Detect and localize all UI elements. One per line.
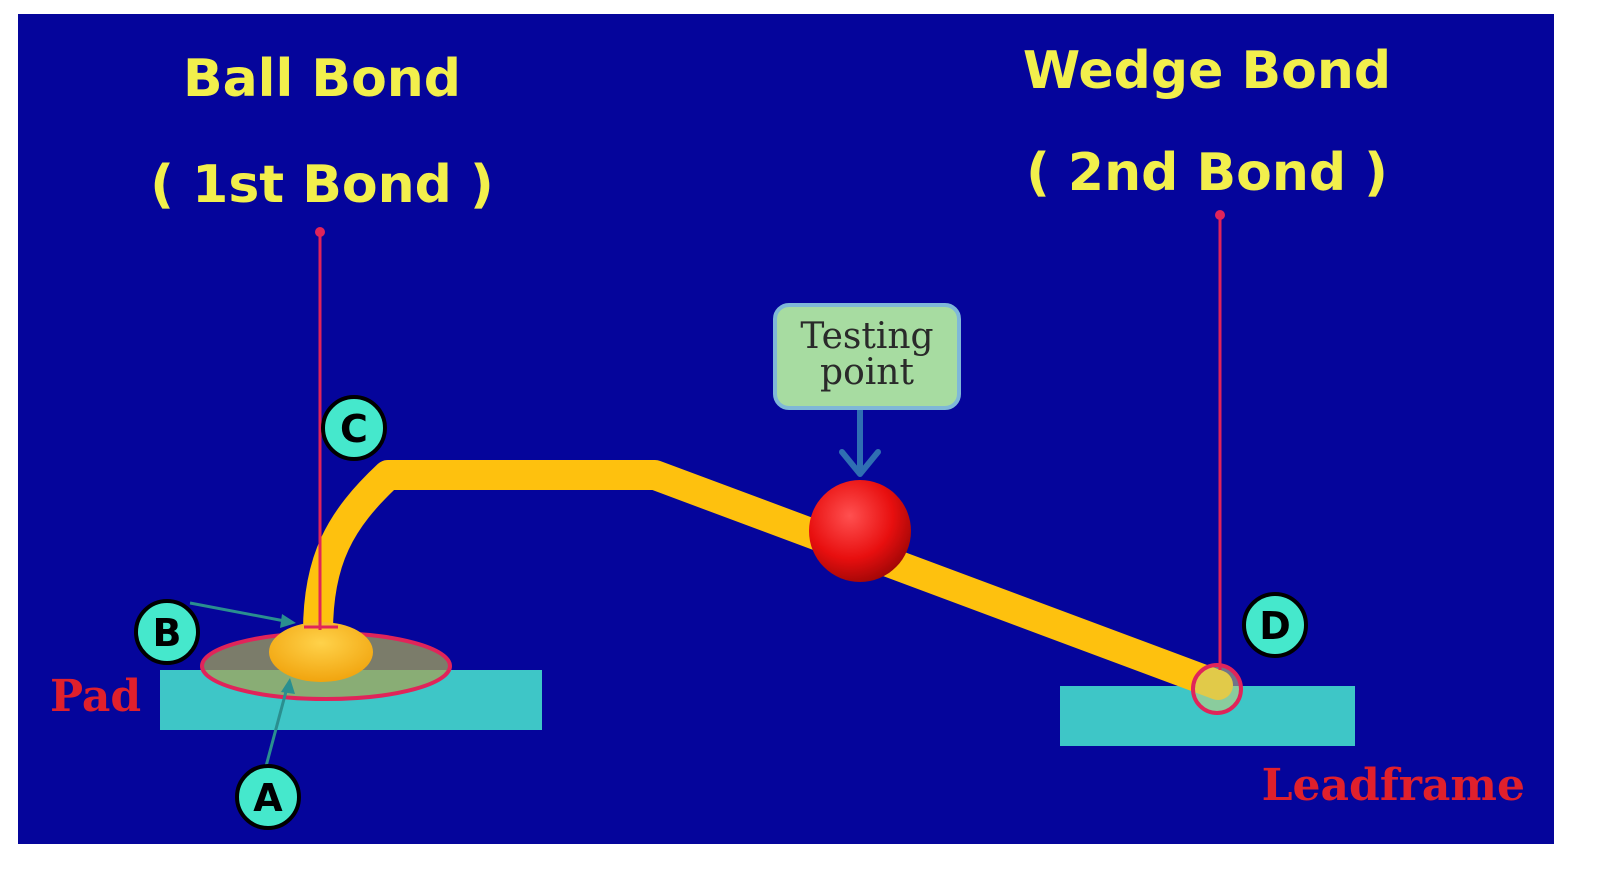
marker-b-leader-line <box>189 601 291 624</box>
marker-c-circle <box>321 395 387 461</box>
marker-b: B <box>134 599 200 665</box>
ball-bond-bump <box>269 622 373 682</box>
marker-b-leader-arrowhead <box>280 614 296 628</box>
wedge-bond-subtitle: ( 2nd Bond ) <box>1026 143 1388 203</box>
marker-b-label: B <box>153 611 182 655</box>
testing-point-callout-box <box>773 303 961 410</box>
marker-b-circle <box>134 599 200 665</box>
testing-point-arrow-head <box>839 449 881 477</box>
marker-a-label: A <box>253 776 283 820</box>
leadframe-label: Leadframe <box>1262 760 1525 811</box>
pad-label: Pad <box>50 671 141 722</box>
wedge-bond-circle <box>1191 663 1243 715</box>
marker-a-leader-line <box>263 683 290 771</box>
wedge-bond-pointer-tip <box>1215 210 1225 220</box>
ball-bond-title: Ball Bond <box>183 49 461 109</box>
marker-a-circle <box>235 764 301 830</box>
wedge-bond-title: Wedge Bond <box>1023 41 1391 101</box>
marker-a-leader-arrowhead <box>281 678 295 694</box>
marker-d: D <box>1242 592 1308 658</box>
ball-bond-pointer-tip <box>315 227 325 237</box>
marker-d-circle <box>1242 592 1308 658</box>
testing-point-line2: point <box>820 352 914 393</box>
marker-c: C <box>321 395 387 461</box>
marker-c-label: C <box>340 407 368 451</box>
marker-a: A <box>235 764 301 830</box>
testing-point-line1: Testing <box>800 316 933 357</box>
marker-d-label: D <box>1259 604 1291 648</box>
ball-bond-subtitle: ( 1st Bond ) <box>150 155 493 215</box>
testing-point-ball <box>809 480 911 582</box>
